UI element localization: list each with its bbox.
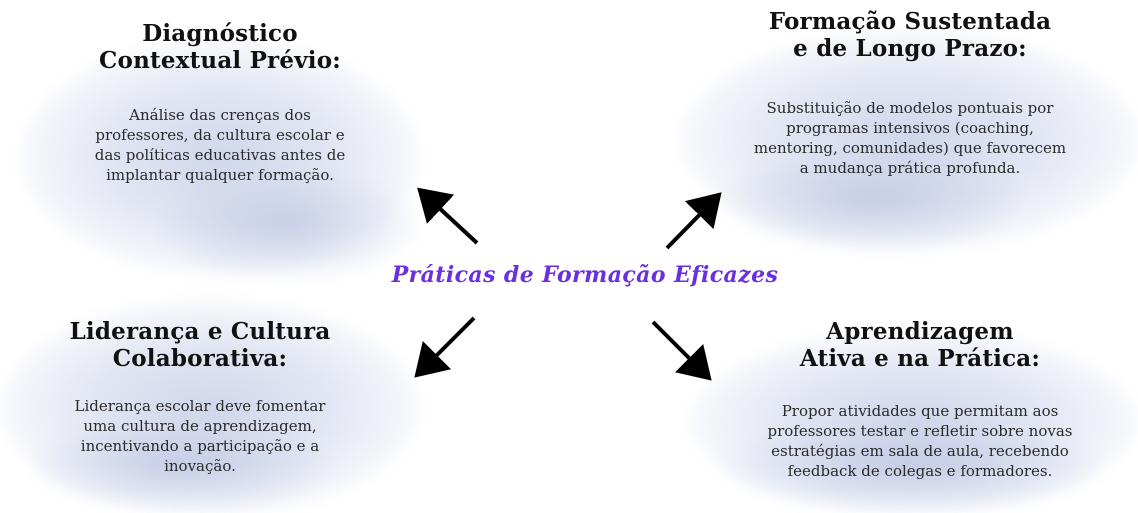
body-line: uma cultura de aprendizagem,: [83, 417, 317, 435]
body-line: inovação.: [164, 457, 236, 475]
body-line: feedback de colegas e formadores.: [787, 462, 1053, 480]
body-line: programas intensivos (coaching,: [786, 119, 1034, 137]
node-top-right: Formação Sustentada e de Longo Prazo: Su…: [700, 8, 1120, 178]
title-line: Diagnóstico: [142, 20, 298, 47]
node-body: Substituição de modelos pontuais por pro…: [700, 98, 1120, 178]
title-line: Aprendizagem: [826, 318, 1014, 345]
arrow-to-top-left: [417, 187, 479, 245]
title-line: Colaborativa:: [112, 345, 288, 372]
body-line: mentoring, comunidades) que favorecem: [753, 139, 1067, 157]
title-line: Ativa e na Prática:: [799, 345, 1041, 372]
node-bottom-right: Aprendizagem Ativa e na Prática: Propor …: [720, 318, 1120, 481]
node-top-left: Diagnóstico Contextual Prévio: Análise d…: [40, 20, 400, 185]
body-line: Liderança escolar deve fomentar: [74, 397, 326, 415]
body-line: Análise das crenças dos: [129, 106, 311, 124]
body-line: Substituição de modelos pontuais por: [766, 99, 1054, 117]
cloud-bottom-left-puff: [30, 420, 330, 510]
title-line: e de Longo Prazo:: [793, 35, 1027, 62]
arrow-to-bottom-left: [414, 316, 476, 378]
node-title: Formação Sustentada e de Longo Prazo:: [700, 8, 1120, 62]
title-line: Contextual Prévio:: [99, 47, 341, 74]
node-body: Análise das crenças dos professores, da …: [40, 105, 400, 185]
node-body: Propor atividades que permitam aos profe…: [720, 401, 1120, 481]
node-body: Liderança escolar deve fomentar uma cult…: [20, 396, 380, 476]
center-label: Práticas de Formação Eficazes: [391, 262, 779, 288]
body-line: professores, da cultura escolar e: [95, 126, 345, 144]
node-bottom-left: Liderança e Cultura Colaborativa: Lidera…: [20, 318, 380, 476]
body-line: das políticas educativas antes de: [94, 146, 346, 164]
node-title: Aprendizagem Ativa e na Prática:: [720, 318, 1120, 372]
title-line: Formação Sustentada: [768, 8, 1052, 35]
body-line: implantar qualquer formação.: [106, 166, 334, 184]
body-line: a mudança prática profunda.: [799, 159, 1021, 177]
arrow-to-top-right: [665, 192, 722, 250]
body-line: incentivando a participação e a: [80, 437, 320, 455]
title-line: Liderança e Cultura: [69, 318, 331, 345]
body-line: Propor atividades que permitam aos: [781, 402, 1059, 420]
cloud-top-left-puff: [160, 170, 420, 280]
body-line: professores testar e refletir sobre nova…: [767, 422, 1073, 440]
body-line: estratégias em sala de aula, recebendo: [771, 442, 1069, 460]
cloud-top-right-puff: [720, 150, 1020, 250]
arrow-to-bottom-right: [651, 320, 712, 381]
node-title: Liderança e Cultura Colaborativa:: [20, 318, 380, 372]
node-title: Diagnóstico Contextual Prévio:: [40, 20, 400, 74]
cloud-bottom-right-puff: [720, 420, 1100, 513]
